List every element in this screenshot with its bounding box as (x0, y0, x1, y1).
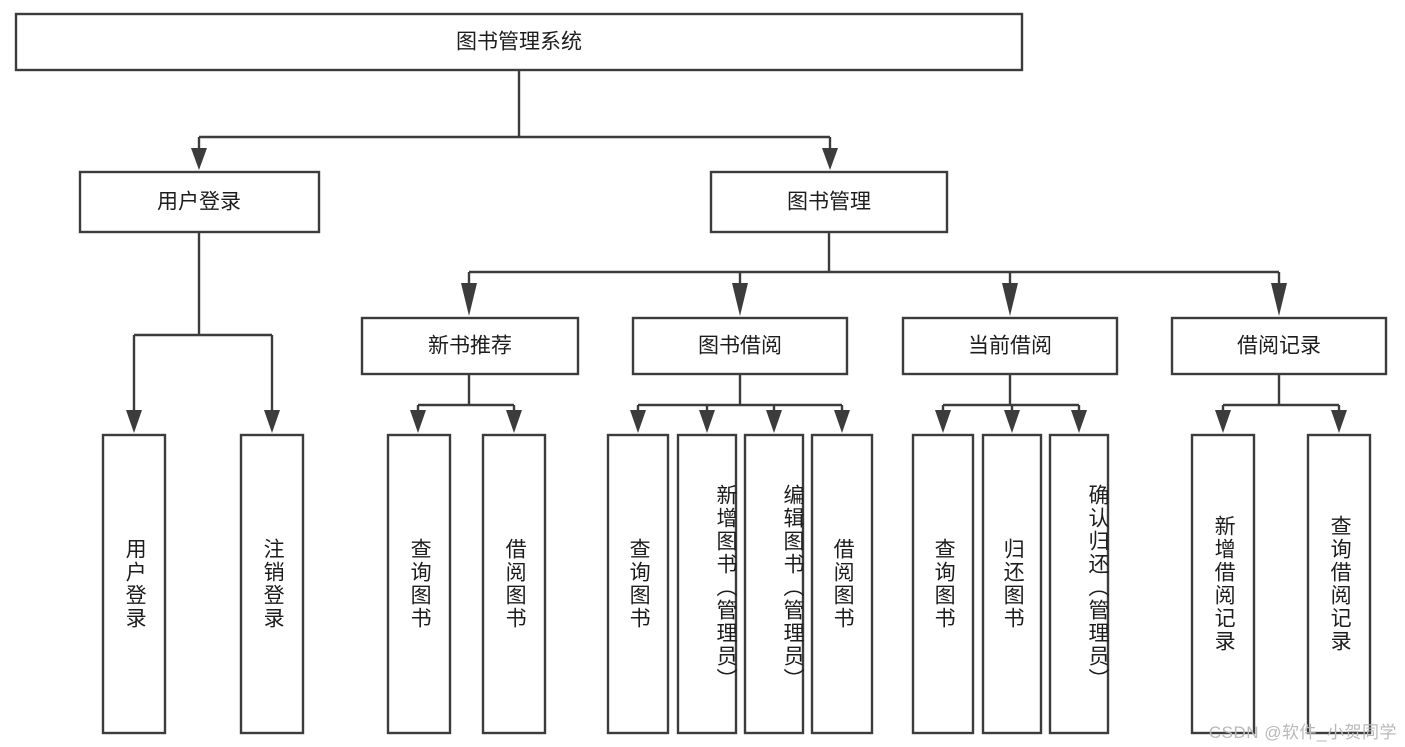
arrow-to-user-login (191, 148, 207, 170)
leaf-user-login-1-box[interactable] (239, 433, 305, 735)
arrow-book-borrow-leaf-1 (699, 410, 715, 433)
arrow-new-book-leaf-0 (410, 410, 426, 433)
arrow-to-borrow-record (1271, 283, 1287, 316)
arrow-to-book-manage (822, 148, 838, 170)
node-root-box[interactable] (14, 12, 1024, 72)
connector-current-borrow-bus (941, 374, 1081, 413)
arrow-book-borrow-leaf-0 (630, 410, 646, 433)
leaf-current-borrow-2-box[interactable] (1048, 433, 1110, 735)
arrow-book-borrow-leaf-2 (766, 410, 782, 433)
leaf-current-borrow-0-box[interactable] (911, 433, 975, 735)
arrow-current-borrow-leaf-2 (1071, 410, 1087, 433)
node-user-login-box[interactable] (78, 170, 321, 234)
csdn-watermark: CSDN @软件_小贺同学 (1208, 723, 1397, 742)
leaf-new-book-1-box[interactable] (481, 433, 547, 735)
node-book-manage-label: 图书管理 (787, 191, 871, 214)
connector-new-book-bus (416, 374, 516, 413)
leaf-book-borrow-1-box[interactable] (676, 433, 738, 735)
node-current-borrow-label: 当前借阅 (968, 335, 1052, 358)
leaf-borrow-record-0-box[interactable] (1190, 433, 1256, 735)
leaf-borrow-record-1-box[interactable] (1306, 433, 1372, 735)
arrow-book-borrow-leaf-3 (834, 410, 850, 433)
connector-root-bus (197, 70, 832, 150)
connector-borrow-record-bus (1221, 374, 1341, 413)
node-new-book-recommend-label: 新书推荐 (428, 335, 512, 358)
arrow-current-borrow-leaf-0 (935, 410, 951, 433)
arrow-current-borrow-leaf-1 (1004, 410, 1020, 433)
arrow-borrow-record-leaf-1 (1331, 410, 1347, 433)
node-new-book-recommend-box[interactable] (360, 316, 580, 376)
node-current-borrow-box[interactable] (901, 316, 1119, 376)
leaf-current-borrow-1-box[interactable] (981, 433, 1043, 735)
leaf-book-borrow-2-box[interactable] (743, 433, 805, 735)
arrow-user-login-leaf-0 (126, 410, 142, 433)
leaf-book-borrow-0-box[interactable] (606, 433, 670, 735)
arrow-new-book-leaf-1 (506, 410, 522, 433)
arrow-borrow-record-leaf-0 (1215, 410, 1231, 433)
arrow-user-login-leaf-1 (264, 410, 280, 433)
connector-book-borrow-bus (636, 374, 844, 413)
node-book-borrow-label: 图书借阅 (698, 335, 782, 358)
leaf-book-borrow-3-box[interactable] (810, 433, 874, 735)
connector-book-manage-bus (467, 232, 1281, 285)
leaf-new-book-0-box[interactable] (386, 433, 452, 735)
arrow-to-book-borrow (732, 283, 748, 316)
arrow-to-new-book-recommend (461, 283, 477, 316)
leaf-user-login-0-box[interactable] (101, 433, 167, 735)
node-borrow-record-label: 借阅记录 (1237, 335, 1321, 358)
connector-user-login-bus (132, 232, 274, 413)
arrow-to-current-borrow (1002, 283, 1018, 316)
node-user-login-label: 用户登录 (157, 191, 241, 214)
node-root-label: 图书管理系统 (456, 31, 582, 54)
